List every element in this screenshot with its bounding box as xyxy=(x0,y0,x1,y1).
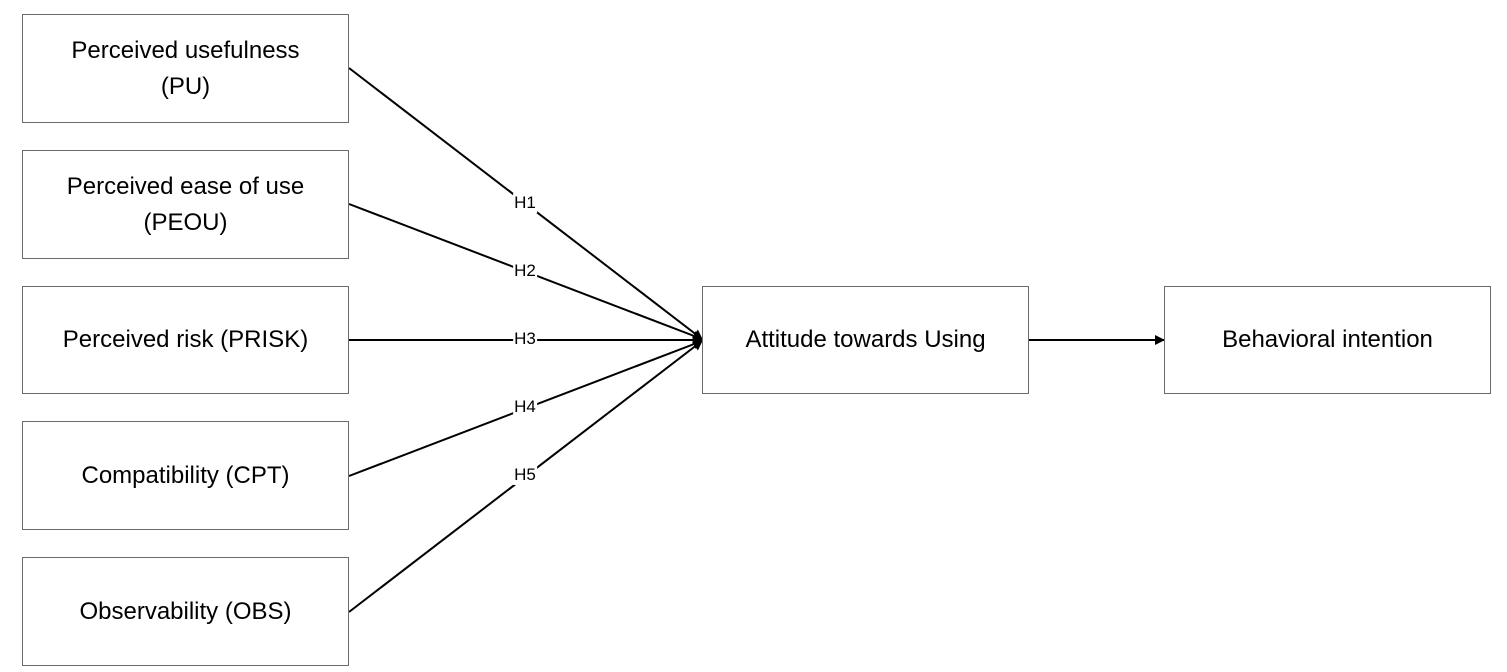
box-label-line1: Compatibility (CPT) xyxy=(81,461,290,489)
box-perceived-usefulness: Perceived usefulness (PU) xyxy=(22,14,349,123)
box-behavioral-intention: Behavioral intention xyxy=(1164,286,1491,394)
attitude-label: Attitude towards Using xyxy=(745,326,986,353)
box-label-line1: Perceived ease of use xyxy=(66,172,305,200)
hypothesis-label-h2: H2 xyxy=(513,261,537,281)
hypothesis-label-h4: H4 xyxy=(513,397,537,417)
box-observability: Observability (OBS) xyxy=(22,557,349,666)
intention-label: Behavioral intention xyxy=(1222,326,1433,353)
box-perceived-risk: Perceived risk (PRISK) xyxy=(22,286,349,394)
box-compatibility: Compatibility (CPT) xyxy=(22,421,349,530)
box-label-line1: Perceived usefulness xyxy=(71,36,300,64)
box-label-line2: (PEOU) xyxy=(143,208,228,236)
box-label-line2: (PU) xyxy=(160,72,211,100)
hypothesis-label-h3: H3 xyxy=(513,329,537,349)
box-label-line1: Perceived risk (PRISK) xyxy=(62,326,309,353)
hypothesis-label-h5: H5 xyxy=(513,465,537,485)
hypothesis-label-h1: H1 xyxy=(513,193,537,213)
box-label-line1: Observability (OBS) xyxy=(79,597,292,625)
box-perceived-ease-of-use: Perceived ease of use (PEOU) xyxy=(22,150,349,259)
box-attitude-towards-using: Attitude towards Using xyxy=(702,286,1029,394)
